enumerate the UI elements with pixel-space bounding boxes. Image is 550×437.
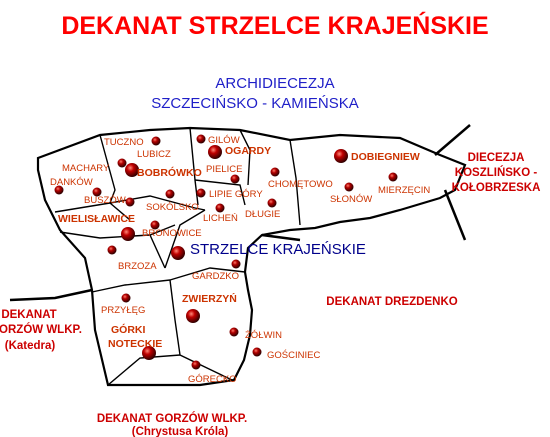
label-dankow: DANKÓW [50,177,93,188]
marker-strzelce [171,246,185,260]
label-brzoza: BRZOZA [118,261,157,272]
label-pielice: PIELICE [206,164,242,175]
dekanat-south-line2: (Chrystusa Króla) [132,426,229,437]
label-zolwin: ŻÓŁWIN [245,330,282,341]
label-gorki-noteckie-line1: GÓRKI [111,323,146,336]
parish-markers [54,134,398,370]
diocese-boundary-north [434,124,471,156]
label-chometowo: CHOMĘTOWO [268,179,333,190]
page-title: DEKANAT STRZELCE KRAJEŃSKIE [61,11,488,40]
marker-gorki-noteckie [142,346,156,360]
marker-dlugie [267,198,277,208]
label-gosciniec: GOŚCINIEC [267,349,320,361]
marker-buszow [125,197,135,207]
marker-zwierzyn [186,309,200,323]
label-lipie-gory: LIPIE GÓRY [209,189,263,200]
diocese-east-line2: KOSZLIŃSKO - [455,166,538,179]
label-wielislawice: WIELISŁAWICE [58,213,135,225]
label-lubicz: LUBICZ [137,149,171,160]
dekanat-west-line2: GORZÓW WLKP. [0,323,82,336]
marker-przyleg [121,293,131,303]
marker-dobiegniew [334,149,348,163]
marker-dankow [92,187,102,197]
label-ogardy: OGARDY [225,145,271,157]
label-gardzko: GARDZKO [192,271,239,282]
deanery-boundary-west [9,288,93,302]
marker-bronowice [150,220,160,230]
parish-labels: TUCZNO LUBICZ BOBRÓWKO MACHARY DANKÓW BU… [50,135,430,385]
marker-gardzko [231,259,241,269]
label-zwierzyn: ZWIERZYŃ [182,292,237,305]
parish-boundaries [54,127,301,386]
center-town-label: STRZELCE KRAJEŃSKIE [190,241,366,258]
label-lichen: LICHEŃ [203,213,238,224]
marker-gorecko [191,360,201,370]
marker-slonow [344,182,354,192]
marker-gosciniec [252,347,262,357]
deanery-boundary-east [261,233,301,242]
label-machary: MACHARY [62,163,110,174]
marker-chometowo [270,167,280,177]
marker-lipie-gory [196,188,206,198]
label-slonow: SŁONÓW [330,194,372,205]
dekanat-west-line3: (Katedra) [5,340,56,352]
marker-gilow [196,134,206,144]
marker-lubicz [117,158,127,168]
label-gorki-noteckie-line2: NOTECKIE [108,338,162,350]
dekanat-east-label: DEKANAT DREZDENKO [326,296,457,308]
diocese-east-line1: DIECEZJA [468,152,525,164]
marker-mierzecin [388,172,398,182]
marker-wielislawice [121,227,135,241]
dekanat-south-line1: DEKANAT GORZÓW WLKP. [97,412,247,425]
marker-tuczno [151,136,161,146]
label-mierzecin: MIERZĘCIN [378,185,430,196]
marker-zolwin [229,327,239,337]
label-bronowice: BRONOWICE [142,228,202,239]
label-bobrowko: BOBRÓWKO [137,166,202,179]
marker-lichen [215,203,225,213]
label-dobiegniew: DOBIEGNIEW [351,151,420,163]
diocese-boundary-south [443,189,467,241]
archdiocese-name-line1: ARCHIDIECEZJA [215,75,334,92]
label-dlugie: DŁUGIE [245,209,280,220]
label-gilow: GILÓW [208,135,240,146]
marker-brzoza [107,245,117,255]
marker-ogardy [208,145,222,159]
label-gorecko: GÓRECKO [188,374,237,385]
archdiocese-name-line2: SZCZECIŃSKO - KAMIEŃSKA [151,95,359,112]
label-buszow: BUSZÓW [84,195,126,206]
label-przyleg: PRZYŁĘG [101,305,145,316]
label-sokolsko: SOKÓLSKO [146,202,199,213]
marker-pielice [230,174,240,184]
diocese-east-line3: KOŁOBRZESKA [452,182,541,194]
dekanat-west-line1: DEKANAT [1,309,56,321]
label-tuczno: TUCZNO [104,137,144,148]
marker-bobrowko [125,163,139,177]
marker-sokolsko [165,189,175,199]
marker-machary [54,185,64,195]
